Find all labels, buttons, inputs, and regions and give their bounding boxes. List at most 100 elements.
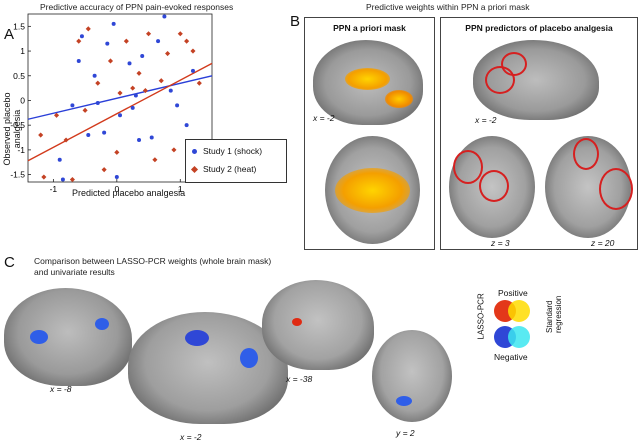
negative-standard-circle — [508, 326, 530, 348]
data-point — [95, 100, 100, 105]
diamond-marker-icon — [190, 166, 199, 174]
data-point — [79, 34, 84, 39]
positive-legend-label: Positive — [498, 288, 528, 298]
sagittal-brain-image — [262, 280, 374, 370]
data-point — [95, 80, 101, 86]
y-tick-label: -1.5 — [10, 170, 25, 180]
panel-c-letter: C — [4, 254, 15, 271]
data-point — [184, 123, 189, 128]
data-point — [118, 113, 122, 118]
y-tick-label: -1 — [17, 145, 25, 155]
data-point — [177, 31, 183, 37]
panel-a-header: Predictive accuracy of PPN pain-evoked r… — [40, 2, 234, 12]
data-point — [130, 105, 135, 110]
fit-line — [27, 75, 213, 120]
lasso-legend-label: LASSO-PCR — [476, 293, 486, 340]
data-point — [149, 135, 154, 140]
data-point — [168, 88, 173, 93]
y-tick-label: 0.5 — [13, 71, 25, 81]
coronal-brain-image — [372, 330, 452, 422]
panel-c-header: Comparison between LASSO-PCR weights (wh… — [34, 256, 272, 277]
data-point — [76, 38, 82, 44]
slice-label: z = 20 — [591, 238, 615, 248]
negative-weight-blob — [30, 330, 48, 344]
data-point — [152, 157, 158, 163]
highlight-circle — [501, 52, 527, 76]
legend-item-study1: Study 1 (shock) — [192, 146, 262, 156]
data-point — [111, 21, 116, 26]
data-point — [117, 90, 123, 96]
data-point — [41, 174, 47, 180]
chart-legend: Study 1 (shock) Study 2 (heat) — [185, 139, 287, 183]
circle-marker-icon — [192, 149, 197, 155]
standard-legend-label: Standard regression — [545, 295, 563, 333]
mask-activation-blob — [335, 168, 410, 213]
data-point — [158, 78, 164, 84]
data-point — [70, 103, 75, 108]
highlight-circle — [453, 150, 483, 184]
a-priori-mask-box: PPN a priori mask x = -2 — [304, 17, 435, 250]
positive-weight-blob — [292, 318, 302, 326]
mask-activation-blob — [385, 90, 413, 108]
data-point — [76, 58, 81, 63]
data-point — [123, 38, 129, 44]
data-point — [54, 112, 60, 118]
a-priori-mask-title: PPN a priori mask — [333, 23, 406, 33]
slice-label: x = -8 — [50, 384, 72, 394]
y-tick-label: -0.5 — [10, 120, 25, 130]
panel-b-header: Predictive weights within PPN a priori m… — [366, 2, 530, 12]
sagittal-brain-image — [128, 312, 288, 424]
data-point — [184, 38, 190, 44]
data-point — [114, 149, 120, 155]
x-tick-label: 0 — [114, 184, 119, 194]
data-point — [165, 50, 171, 57]
negative-weight-blob — [396, 396, 412, 406]
data-point — [146, 31, 152, 37]
highlight-circle — [485, 66, 515, 94]
mask-activation-blob — [345, 68, 390, 90]
data-point — [82, 107, 88, 113]
negative-weight-blob — [185, 330, 209, 346]
plot-frame — [27, 13, 213, 183]
legend-label-study1: Study 1 (shock) — [203, 146, 263, 156]
venn-legend: Positive Negative LASSO-PCR Standard reg… — [470, 288, 570, 368]
legend-item-study2: Study 2 (heat) — [190, 164, 257, 174]
panel-b-letter: B — [290, 13, 301, 30]
negative-weight-blob — [240, 348, 258, 368]
slice-label: x = -38 — [286, 374, 313, 384]
y-tick-label: 0 — [20, 95, 25, 105]
data-point — [196, 80, 202, 86]
data-point — [130, 85, 136, 91]
data-point — [86, 133, 91, 138]
negative-weight-blob — [95, 318, 109, 330]
data-point — [92, 73, 97, 78]
slice-label: x = -2 — [313, 113, 335, 123]
ppn-predictors-title: PPN predictors of placebo analgesia — [465, 23, 613, 33]
highlight-circle — [479, 170, 509, 202]
slice-label: z = 3 — [491, 238, 510, 248]
positive-standard-circle — [508, 300, 530, 322]
data-point — [171, 147, 177, 153]
ppn-predictors-box: PPN predictors of placebo analgesia x = … — [440, 17, 638, 250]
data-point — [102, 130, 107, 135]
data-point — [101, 167, 107, 173]
negative-legend-label: Negative — [494, 352, 528, 362]
y-tick-label: 1.5 — [13, 21, 25, 31]
data-point — [105, 41, 110, 46]
data-point — [127, 61, 132, 66]
data-point — [190, 48, 196, 54]
fit-line — [27, 62, 213, 162]
data-point — [137, 138, 142, 142]
slice-label: y = 2 — [396, 428, 415, 438]
data-point — [57, 157, 62, 162]
data-point — [156, 39, 161, 44]
data-point — [85, 26, 91, 32]
data-point — [190, 68, 195, 73]
data-point — [136, 70, 142, 76]
legend-label-study2: Study 2 (heat) — [203, 164, 257, 174]
data-point — [38, 132, 44, 138]
highlight-circle — [573, 138, 599, 170]
x-tick-label: -1 — [50, 184, 58, 194]
slice-label: x = -2 — [475, 115, 497, 125]
